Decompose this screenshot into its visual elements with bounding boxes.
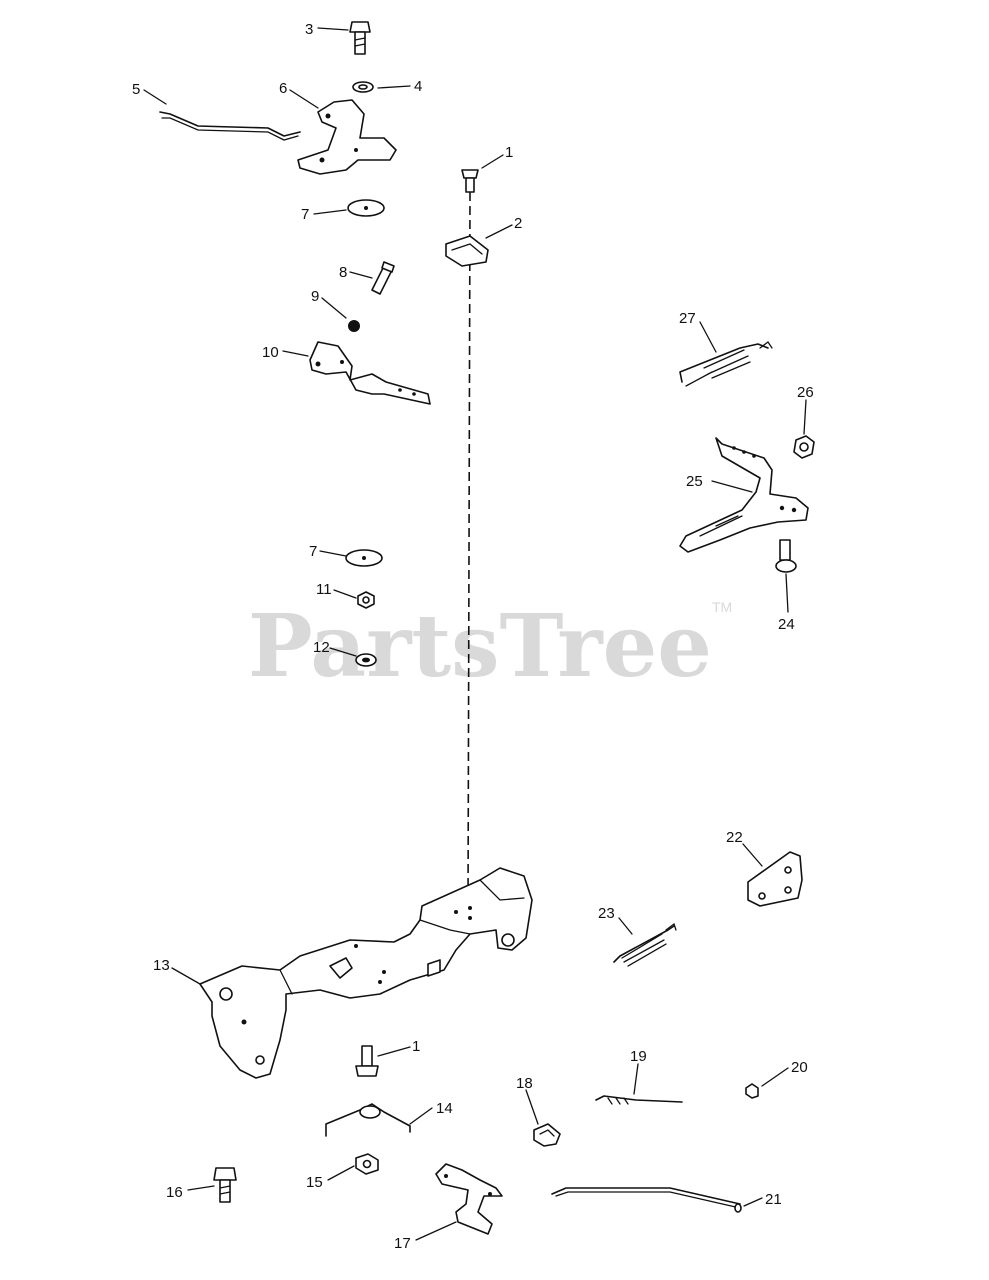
part-27-spring[interactable]: [679, 341, 773, 387]
part-16-bolt[interactable]: [213, 1167, 237, 1203]
callout-1: 1: [505, 144, 513, 161]
leader-lines: [143, 27, 807, 1241]
callout-19: 19: [630, 1048, 647, 1065]
callout-11: 11: [316, 581, 332, 598]
part-24-pin[interactable]: [775, 539, 797, 573]
part-1-screw-lower[interactable]: [355, 1045, 379, 1077]
part-8-pin[interactable]: [371, 261, 395, 295]
callout-18: 18: [516, 1075, 533, 1092]
part-7-washer-upper[interactable]: [347, 199, 385, 217]
callout-2: 2: [514, 215, 522, 232]
callout-1: 1: [412, 1038, 420, 1055]
callout-6: 6: [279, 80, 287, 97]
callout-labels: 3 4 5 6 1 2 7 8 9 10 27 26 25 24 7 11 12…: [132, 21, 814, 1252]
callout-13: 13: [153, 957, 170, 974]
callout-7: 7: [301, 206, 309, 223]
watermark-trademark: TM: [712, 599, 732, 615]
part-13-control-bracket[interactable]: [199, 867, 533, 1079]
part-6-bracket[interactable]: [297, 99, 397, 175]
callout-4: 4: [414, 78, 422, 95]
part-26-nut[interactable]: [793, 435, 815, 459]
alignment-dashed-line: [467, 191, 471, 911]
part-20-nut[interactable]: [745, 1083, 759, 1099]
part-10-lever[interactable]: [309, 341, 431, 405]
callout-14: 14: [436, 1100, 453, 1117]
part-11-nut[interactable]: [357, 591, 375, 609]
callout-3: 3: [305, 21, 313, 38]
callout-17: 17: [394, 1235, 411, 1252]
callout-27: 27: [679, 310, 696, 327]
part-22-plate[interactable]: [747, 851, 803, 907]
callout-5: 5: [132, 81, 140, 98]
callout-24: 24: [778, 616, 795, 633]
callout-20: 20: [791, 1059, 808, 1076]
callout-8: 8: [339, 264, 347, 281]
part-9-nut[interactable]: [348, 320, 360, 332]
part-25-throttle-lever[interactable]: [679, 437, 809, 553]
callout-16: 16: [166, 1184, 183, 1201]
callout-12: 12: [313, 639, 330, 656]
callout-22: 22: [726, 829, 743, 846]
part-4-washer[interactable]: [352, 81, 374, 93]
part-17-lever[interactable]: [435, 1163, 503, 1235]
callout-15: 15: [306, 1174, 323, 1191]
part-19-spring[interactable]: [595, 1095, 683, 1105]
part-1-screw-top[interactable]: [461, 169, 479, 193]
part-23-spring[interactable]: [613, 922, 677, 967]
callout-10: 10: [262, 344, 279, 361]
callout-25: 25: [686, 473, 703, 490]
part-3-bolt[interactable]: [349, 21, 371, 55]
part-21-rod[interactable]: [551, 1187, 742, 1213]
part-5-rod[interactable]: [159, 111, 301, 141]
callout-26: 26: [797, 384, 814, 401]
callout-9: 9: [311, 288, 319, 305]
callout-21: 21: [765, 1191, 782, 1208]
callout-7: 7: [309, 543, 317, 560]
part-12-nut[interactable]: [355, 653, 377, 667]
part-15-nut[interactable]: [355, 1153, 379, 1175]
callout-23: 23: [598, 905, 615, 922]
part-7-washer-lower[interactable]: [345, 549, 383, 567]
part-2-clip[interactable]: [445, 235, 489, 267]
watermark-text: PartsTree: [248, 596, 712, 697]
part-18-clip[interactable]: [533, 1123, 561, 1147]
part-14-spring-clip[interactable]: [325, 1103, 411, 1137]
